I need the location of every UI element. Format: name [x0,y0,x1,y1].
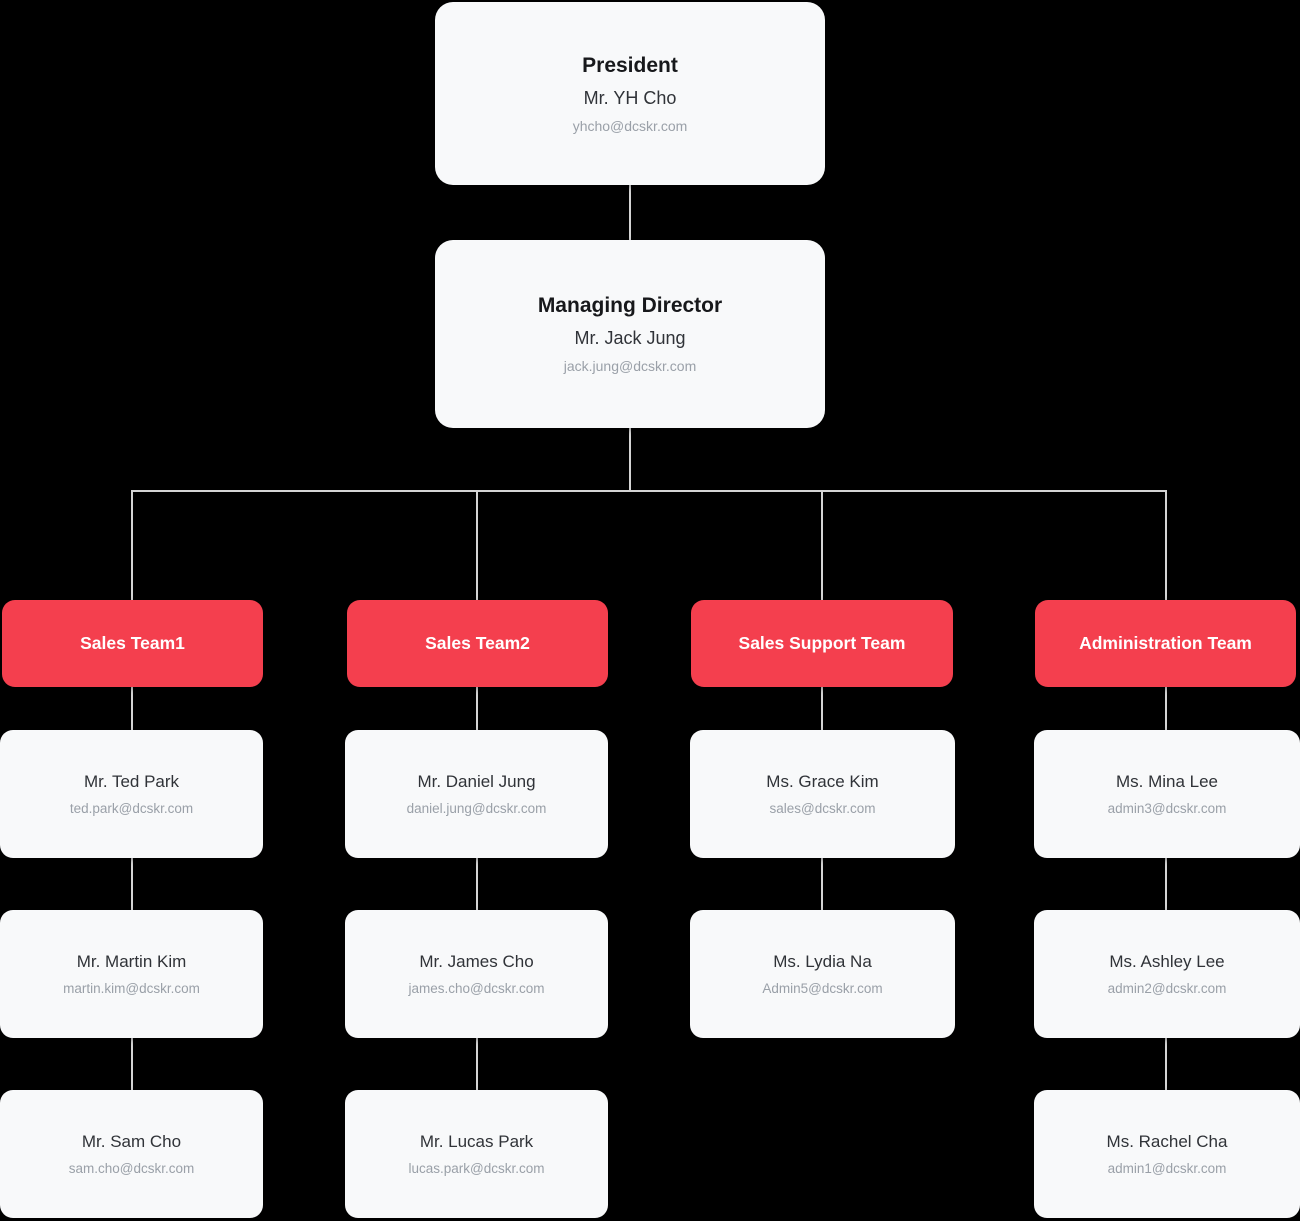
connector-line [131,490,1167,492]
member-name: Ms. Rachel Cha [1106,1132,1228,1151]
member-email: Admin5@dcskr.com [762,981,883,996]
connector-line [1165,687,1167,730]
connector-line [1165,490,1167,600]
member-card[interactable]: Mr. James Cho james.cho@dcskr.com [345,910,608,1038]
member-card[interactable]: Ms. Rachel Cha admin1@dcskr.com [1034,1090,1300,1218]
connector-line [629,428,631,490]
member-name: Mr. Lucas Park [419,1132,534,1151]
connector-line [821,490,823,600]
member-name: Ms. Mina Lee [1115,772,1219,791]
member-email: james.cho@dcskr.com [408,981,545,996]
team-header-sales-support-team[interactable]: Sales Support Team [691,600,953,687]
node-name: Mr. YH Cho [583,87,677,108]
member-name: Mr. Sam Cho [81,1132,182,1151]
node-email: jack.jung@dcskr.com [563,358,697,374]
member-name: Mr. James Cho [419,952,534,971]
member-card[interactable]: Mr. Ted Park ted.park@dcskr.com [0,730,263,858]
member-card[interactable]: Ms. Grace Kim sales@dcskr.com [690,730,955,858]
member-email: martin.kim@dcskr.com [63,981,200,996]
member-email: sam.cho@dcskr.com [68,1161,195,1176]
member-name: Ms. Grace Kim [766,772,879,791]
member-card[interactable]: Mr. Sam Cho sam.cho@dcskr.com [0,1090,263,1218]
member-card[interactable]: Ms. Lydia Na Admin5@dcskr.com [690,910,955,1038]
team-header-sales-team2[interactable]: Sales Team2 [347,600,608,687]
connector-line [476,1038,478,1090]
member-card[interactable]: Ms. Ashley Lee admin2@dcskr.com [1034,910,1300,1038]
node-name: Mr. Jack Jung [574,328,686,348]
member-email: admin3@dcskr.com [1107,801,1227,816]
connector-line [131,858,133,910]
member-card[interactable]: Mr. Daniel Jung daniel.jung@dcskr.com [345,730,608,858]
connector-line [476,687,478,730]
connector-line [131,1038,133,1090]
member-card[interactable]: Mr. Lucas Park lucas.park@dcskr.com [345,1090,608,1218]
connector-line [1165,858,1167,910]
connector-line [629,185,631,240]
connector-line [131,687,133,730]
connector-line [476,490,478,600]
node-title: Managing Director [537,294,723,317]
member-card[interactable]: Mr. Martin Kim martin.kim@dcskr.com [0,910,263,1038]
member-card[interactable]: Ms. Mina Lee admin3@dcskr.com [1034,730,1300,858]
connector-line [821,858,823,910]
member-name: Mr. Martin Kim [76,952,187,971]
connector-line [821,687,823,730]
member-email: sales@dcskr.com [769,801,876,816]
node-email: yhcho@dcskr.com [572,117,688,134]
member-email: admin1@dcskr.com [1107,1161,1227,1176]
node-title: President [582,53,678,77]
team-header-sales-team1[interactable]: Sales Team1 [2,600,263,687]
connector-line [476,858,478,910]
org-node-president[interactable]: President Mr. YH Cho yhcho@dcskr.com [435,2,825,185]
member-name: Mr. Ted Park [83,772,180,791]
connector-line [131,490,133,600]
member-email: lucas.park@dcskr.com [408,1161,545,1176]
member-name: Mr. Daniel Jung [417,772,536,791]
connector-line [1165,1038,1167,1090]
member-email: admin2@dcskr.com [1107,981,1227,996]
team-header-administration-team[interactable]: Administration Team [1035,600,1296,687]
member-email: daniel.jung@dcskr.com [406,801,547,816]
member-email: ted.park@dcskr.com [69,801,194,816]
org-node-managing-director[interactable]: Managing Director Mr. Jack Jung jack.jun… [435,240,825,428]
member-name: Ms. Lydia Na [773,952,872,971]
member-name: Ms. Ashley Lee [1109,952,1225,971]
